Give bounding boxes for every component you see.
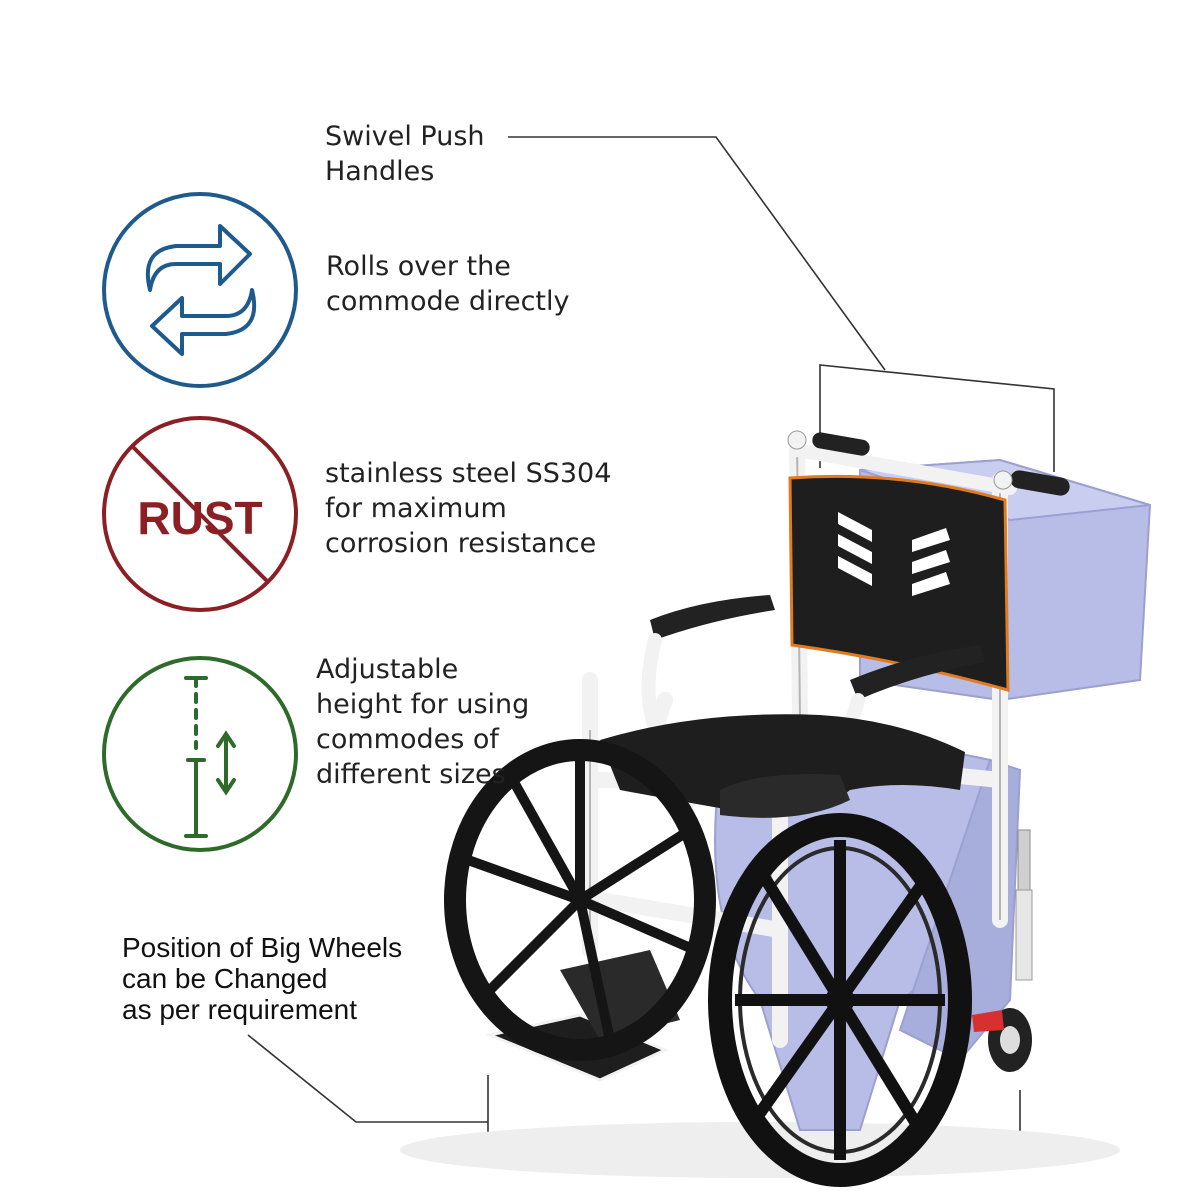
swap-arrows-icon — [102, 192, 298, 388]
label-rolls-over: Rolls over the commode directly — [326, 251, 570, 317]
label-stainless-steel: stainless steel SS304 for maximum corros… — [325, 458, 612, 559]
label-swivel-handles: Swivel Push Handles — [325, 121, 485, 187]
push-handles — [787, 430, 1070, 496]
commode-seat — [600, 714, 965, 818]
handles-callout-line — [508, 136, 886, 371]
armrests — [650, 595, 985, 700]
no-rust-icon: RUST — [102, 416, 298, 612]
label-adjustable-height: Adjustable height for using commodes of … — [316, 654, 530, 790]
backrest — [788, 474, 1010, 692]
caster-wheel — [972, 829, 1033, 1072]
label-big-wheels: Position of Big Wheels can be Changed as… — [122, 932, 403, 1025]
height-adjust-icon — [102, 656, 298, 852]
big-wheel-front — [708, 813, 972, 1187]
handles-bracket — [819, 364, 1055, 472]
big-wheel-back — [444, 739, 716, 1061]
rust-text: RUST — [137, 492, 262, 544]
wheels-callout-line — [247, 1034, 488, 1123]
